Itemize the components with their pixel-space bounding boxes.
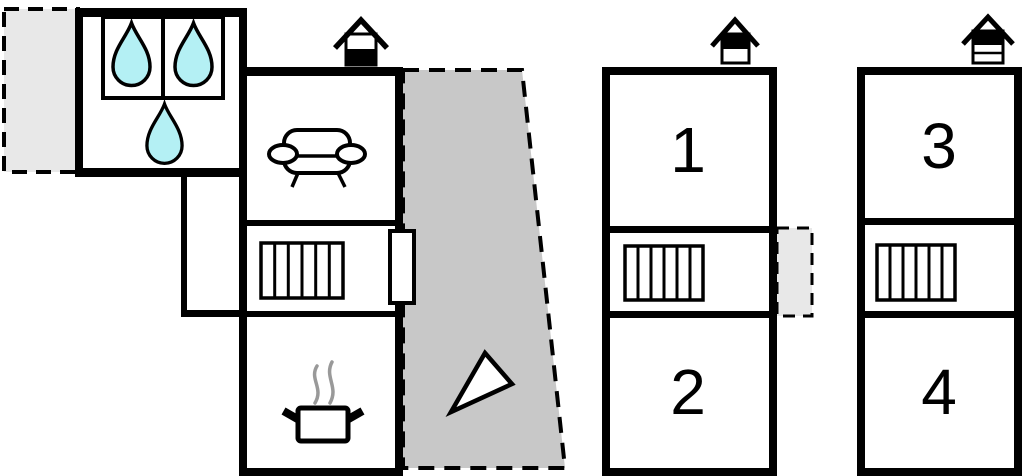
cooking-pot-icon xyxy=(281,360,365,444)
wall xyxy=(239,8,247,476)
wall xyxy=(857,67,865,476)
terrace-main xyxy=(401,68,568,470)
shower-cabin xyxy=(101,15,225,100)
wall xyxy=(602,468,777,476)
wall xyxy=(857,468,1022,476)
water-drop-icon xyxy=(111,17,214,166)
unit-label-2: 2 xyxy=(670,356,706,428)
wall xyxy=(602,67,777,75)
steam xyxy=(312,360,335,405)
wall xyxy=(857,311,1022,318)
chimney-icon xyxy=(961,13,1015,65)
wall xyxy=(75,168,247,177)
wall xyxy=(857,67,1022,75)
stairs-icon xyxy=(875,243,957,302)
wall xyxy=(769,67,777,476)
wall xyxy=(246,67,403,76)
wall xyxy=(602,311,777,318)
terrace-top-left xyxy=(2,7,80,174)
chimney-icon xyxy=(332,15,390,67)
bathroom xyxy=(101,15,225,166)
wall xyxy=(181,310,247,317)
wall xyxy=(246,220,396,226)
stairs-icon xyxy=(259,241,345,300)
sofa-icon xyxy=(267,128,367,188)
annex-building-3-4-walls xyxy=(857,67,1022,476)
balcony-annex xyxy=(775,226,814,318)
north-arrow-icon xyxy=(445,349,516,417)
unit-label-3: 3 xyxy=(921,110,957,182)
chimney-icon xyxy=(710,16,760,65)
wall xyxy=(181,172,187,314)
wall xyxy=(1014,67,1022,476)
unit-label-4: 4 xyxy=(921,356,957,428)
annex-building-1-2-walls xyxy=(602,67,777,476)
door-icon xyxy=(388,229,416,305)
wall xyxy=(246,311,396,317)
wall xyxy=(75,8,83,173)
wall xyxy=(239,468,403,476)
stairs-icon xyxy=(623,244,705,302)
unit-label-1: 1 xyxy=(670,114,706,186)
wall xyxy=(602,67,610,476)
wall xyxy=(75,8,247,17)
wall xyxy=(602,226,777,233)
wall xyxy=(857,218,1022,225)
